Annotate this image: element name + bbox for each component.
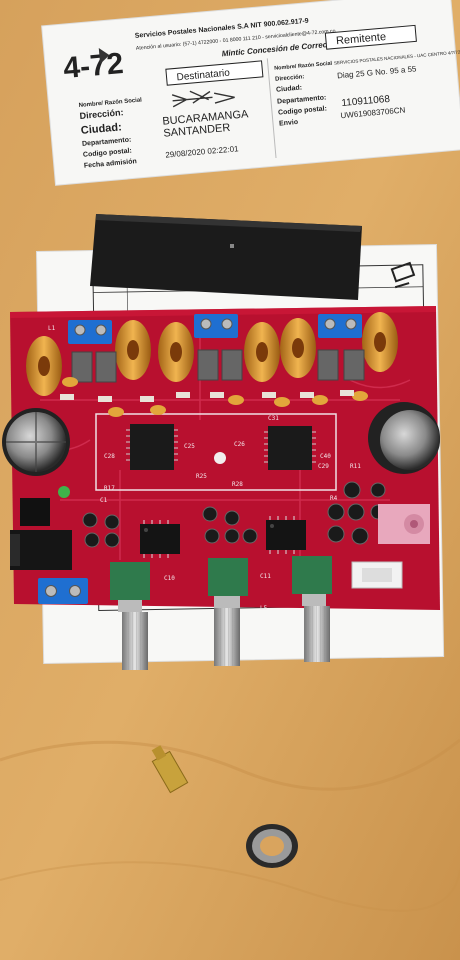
power-led [58, 486, 70, 498]
recipient-header: Destinatario [176, 68, 231, 84]
white-connector [351, 561, 403, 589]
svg-text:C26: C26 [234, 441, 245, 448]
sender-label-4: Codigo postal: [278, 105, 327, 116]
sender-label-2: Ciudad: [276, 84, 303, 93]
smd-resistors [60, 390, 354, 402]
audio-input-jack [378, 504, 430, 544]
svg-text:C11: C11 [260, 573, 271, 580]
small-electrolytic-capacitors [82, 481, 386, 548]
svg-text:C40: C40 [320, 453, 331, 460]
electrolytic-capacitor-left [2, 408, 70, 476]
svg-text:4-72: 4-72 [62, 47, 125, 85]
svg-text:R17: R17 [104, 485, 115, 492]
dc-power-jack [10, 530, 72, 570]
sender-postal-code: 110911068 [341, 94, 391, 109]
recipient-department: SANTANDER [163, 122, 231, 140]
sender-header: Remitente [336, 31, 387, 47]
sender-label-3: Departamento: [277, 94, 327, 105]
amplifier-chip-left [126, 424, 178, 470]
svg-text:R4: R4 [330, 495, 338, 502]
potentiometer-1 [110, 562, 150, 670]
ceramic-capacitors [62, 377, 368, 417]
svg-text:C28: C28 [104, 453, 115, 460]
sender-label-5: Envio [279, 119, 299, 128]
svg-text:C29: C29 [318, 463, 329, 470]
sender-label-0: Nombre/ Razón Social [274, 61, 333, 72]
amplifier-chip-right [264, 426, 316, 470]
recipient-label-4: Codigo postal: [83, 148, 132, 159]
recipient-label-0: Nombre/ Razón Social [78, 97, 142, 109]
recipient-label-2: Ciudad: [80, 121, 122, 137]
sender-label-1: Dirección: [275, 74, 305, 83]
svg-text:C25: C25 [184, 443, 195, 450]
recipient-label-1: Dirección: [79, 107, 124, 121]
potentiometer-3 [292, 556, 332, 662]
svg-text:C10: C10 [164, 575, 175, 582]
svg-text:R11: R11 [350, 463, 361, 470]
svg-text:R25: R25 [196, 473, 207, 480]
speaker-terminal-right [318, 314, 362, 338]
electrolytic-capacitor-right [368, 402, 440, 474]
potentiometer-2 [208, 558, 248, 666]
shipping-label: 4-72 Servicios Postales Nacionales S.A N… [41, 0, 460, 186]
svg-text:R28: R28 [232, 481, 243, 488]
film-capacitors [71, 349, 365, 383]
voltage-regulator [20, 498, 50, 526]
inductor-coils [26, 312, 398, 396]
silkscreen-labels: C25 C26 C28 C29 C31 C40 R25 R28 R17 R11 … [48, 325, 361, 612]
recipient-label-5: Fecha admisión [84, 158, 137, 170]
redaction-scribbles [171, 90, 235, 108]
brass-standoff [151, 745, 189, 794]
postal-logo: 4-72 [62, 47, 125, 85]
speaker-terminal-left [68, 320, 112, 344]
svg-text:C1: C1 [100, 497, 108, 504]
svg-text:C31: C31 [268, 415, 279, 422]
power-terminal [38, 578, 88, 604]
speaker-terminal-center [194, 314, 238, 338]
black-foam-pad [90, 214, 362, 300]
recipient-label-3: Departamento: [82, 137, 132, 148]
op-amp-ic-2 [266, 516, 306, 554]
svg-text:L1: L1 [48, 325, 56, 332]
op-amp-ic-1 [140, 520, 180, 558]
svg-text:L5: L5 [260, 605, 268, 612]
metal-washer [246, 824, 298, 868]
